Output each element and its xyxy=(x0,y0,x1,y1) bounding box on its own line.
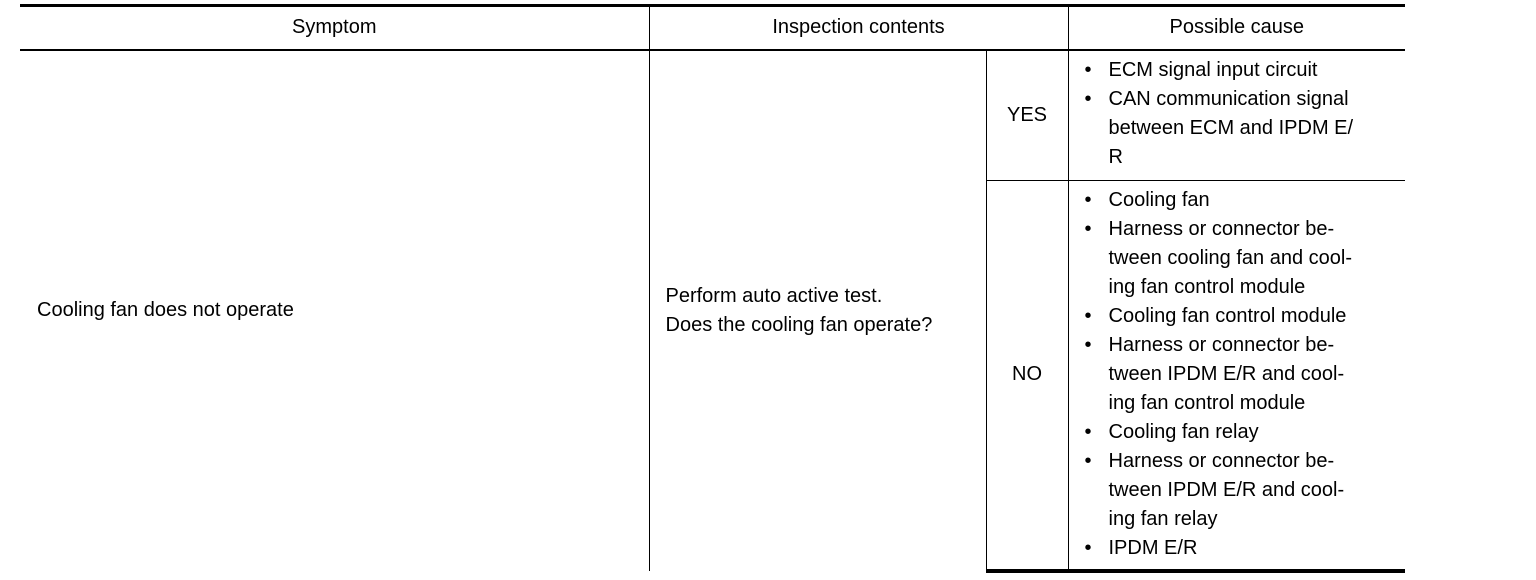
cause-text: tween IPDM E/R and cool- xyxy=(1108,479,1345,501)
bullet-icon: • xyxy=(1084,421,1092,443)
header-symptom: Symptom xyxy=(20,4,649,51)
cause-text: ing fan relay xyxy=(1108,508,1218,530)
cause-text: Harness or connector be- xyxy=(1108,450,1335,472)
answer-no: NO xyxy=(985,180,1068,573)
cause-text: between ECM and IPDM E/ xyxy=(1108,116,1354,139)
bullet-icon: • xyxy=(1084,305,1092,327)
cause-text: Cooling fan relay xyxy=(1108,421,1259,443)
answer-yes: YES xyxy=(985,49,1068,181)
bullet-icon: • xyxy=(1084,218,1092,240)
table-row: Cooling fan does not operate Perform aut… xyxy=(20,49,1406,571)
bullet-icon: • xyxy=(1084,334,1092,356)
cause-item: • Harness or connector be-tween IPDM E/R … xyxy=(1085,331,1409,418)
cause-text: tween IPDM E/R and cool- xyxy=(1108,363,1345,385)
inspection-cell: Perform auto active test. Does the cooli… xyxy=(648,49,986,571)
diagnosis-table: Symptom Inspection contents Possible cau… xyxy=(20,4,1405,573)
cause-text: Cooling fan control module xyxy=(1108,305,1347,327)
no-causes-cell: • Cooling fan • Harness or connector be-twe… xyxy=(1067,180,1406,573)
symptom-cell: Cooling fan does not operate xyxy=(37,299,294,321)
cause-text: CAN communication signal xyxy=(1108,87,1349,110)
cause-item: • Harness or connector be-tween cooling f… xyxy=(1085,215,1409,302)
bullet-icon: • xyxy=(1084,87,1092,110)
cause-text: Cooling fan xyxy=(1108,189,1210,211)
header-cause: Possible cause xyxy=(1067,4,1405,51)
table-row: NO • Cooling fan • Harness or connector be-… xyxy=(20,180,1406,573)
no-cause-list: • Cooling fan • Harness or connector be-twe… xyxy=(1085,186,1406,563)
bullet-icon: • xyxy=(1084,450,1092,472)
yes-causes-cell: • ECM signal input circuit • CAN communicat… xyxy=(1067,49,1406,181)
header-inspection: Inspection contents xyxy=(648,4,1068,51)
yes-cause-list: • ECM signal input circuit • CAN communicat… xyxy=(1085,56,1406,172)
cause-text: Harness or connector be- xyxy=(1108,334,1335,356)
bullet-icon: • xyxy=(1084,537,1092,559)
cause-text: ECM signal input circuit xyxy=(1108,58,1318,81)
cause-text: tween cooling fan and cool- xyxy=(1108,247,1353,269)
bullet-icon: • xyxy=(1084,189,1092,211)
cause-item: • Cooling fan relay xyxy=(1085,418,1409,447)
cause-item: • ECM signal input circuit xyxy=(1085,56,1409,85)
cause-item: • Cooling fan control module xyxy=(1085,302,1409,331)
cause-text: ing fan control module xyxy=(1108,392,1306,414)
inspection-line: Does the cooling fan operate? xyxy=(665,313,933,336)
cause-text: Harness or connector be- xyxy=(1108,218,1335,240)
cause-item: • IPDM E/R xyxy=(1085,534,1409,563)
header-row: Symptom Inspection contents Possible cau… xyxy=(20,4,1405,51)
cause-item: • Harness or connector be-tween IPDM E/R … xyxy=(1085,447,1409,534)
cause-text: IPDM E/R xyxy=(1108,537,1198,559)
bullet-icon: • xyxy=(1084,58,1092,81)
cause-text: R xyxy=(1108,145,1123,168)
cause-item: • Cooling fan xyxy=(1085,186,1409,215)
cause-item: • CAN communication signal between ECM and… xyxy=(1085,85,1409,172)
cause-text: ing fan control module xyxy=(1108,276,1306,298)
inspection-line: Perform auto active test. xyxy=(665,284,883,307)
